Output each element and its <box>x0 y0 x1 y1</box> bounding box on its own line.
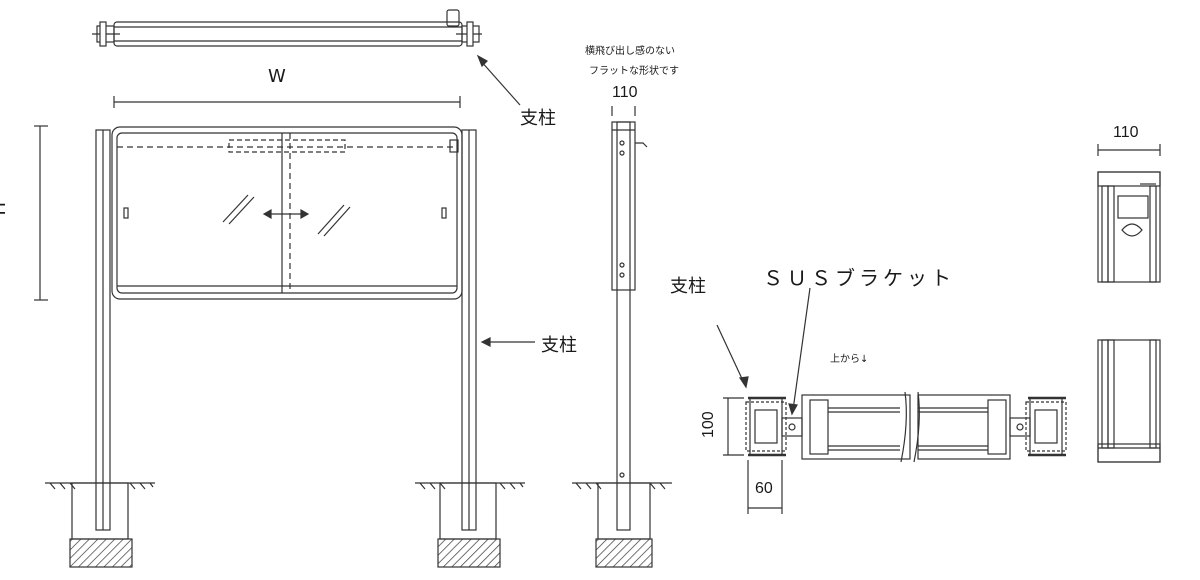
post-label-front: 支柱 <box>541 335 577 356</box>
post-label-top: 支柱 <box>520 108 556 129</box>
front-elevation <box>95 126 477 531</box>
w-dimension-line <box>113 96 461 108</box>
sus-bracket-label: ＳＵＳブラケット <box>763 266 955 290</box>
side-elevation <box>572 106 672 568</box>
post-label-detail: 支柱 <box>670 276 706 297</box>
side-width-dimension: 110 <box>612 84 638 101</box>
note-line-2: フラットな形状です <box>589 66 679 77</box>
dimension-100: 100 <box>700 411 717 438</box>
dimension-60: 60 <box>755 480 773 497</box>
width-label: W <box>268 66 286 87</box>
front-foundations <box>45 482 525 568</box>
section-width-dimension: 110 <box>1113 124 1139 141</box>
top-view-board <box>92 9 482 47</box>
note-line-1: 横飛び出し感のない <box>585 46 675 57</box>
from-above-label: 上から↓ <box>830 354 869 365</box>
height-label: H <box>0 202 8 216</box>
vertical-section <box>1097 144 1161 463</box>
horizontal-section <box>745 391 1067 463</box>
leader-arrow <box>479 59 521 106</box>
h-dimension-line <box>34 125 48 301</box>
